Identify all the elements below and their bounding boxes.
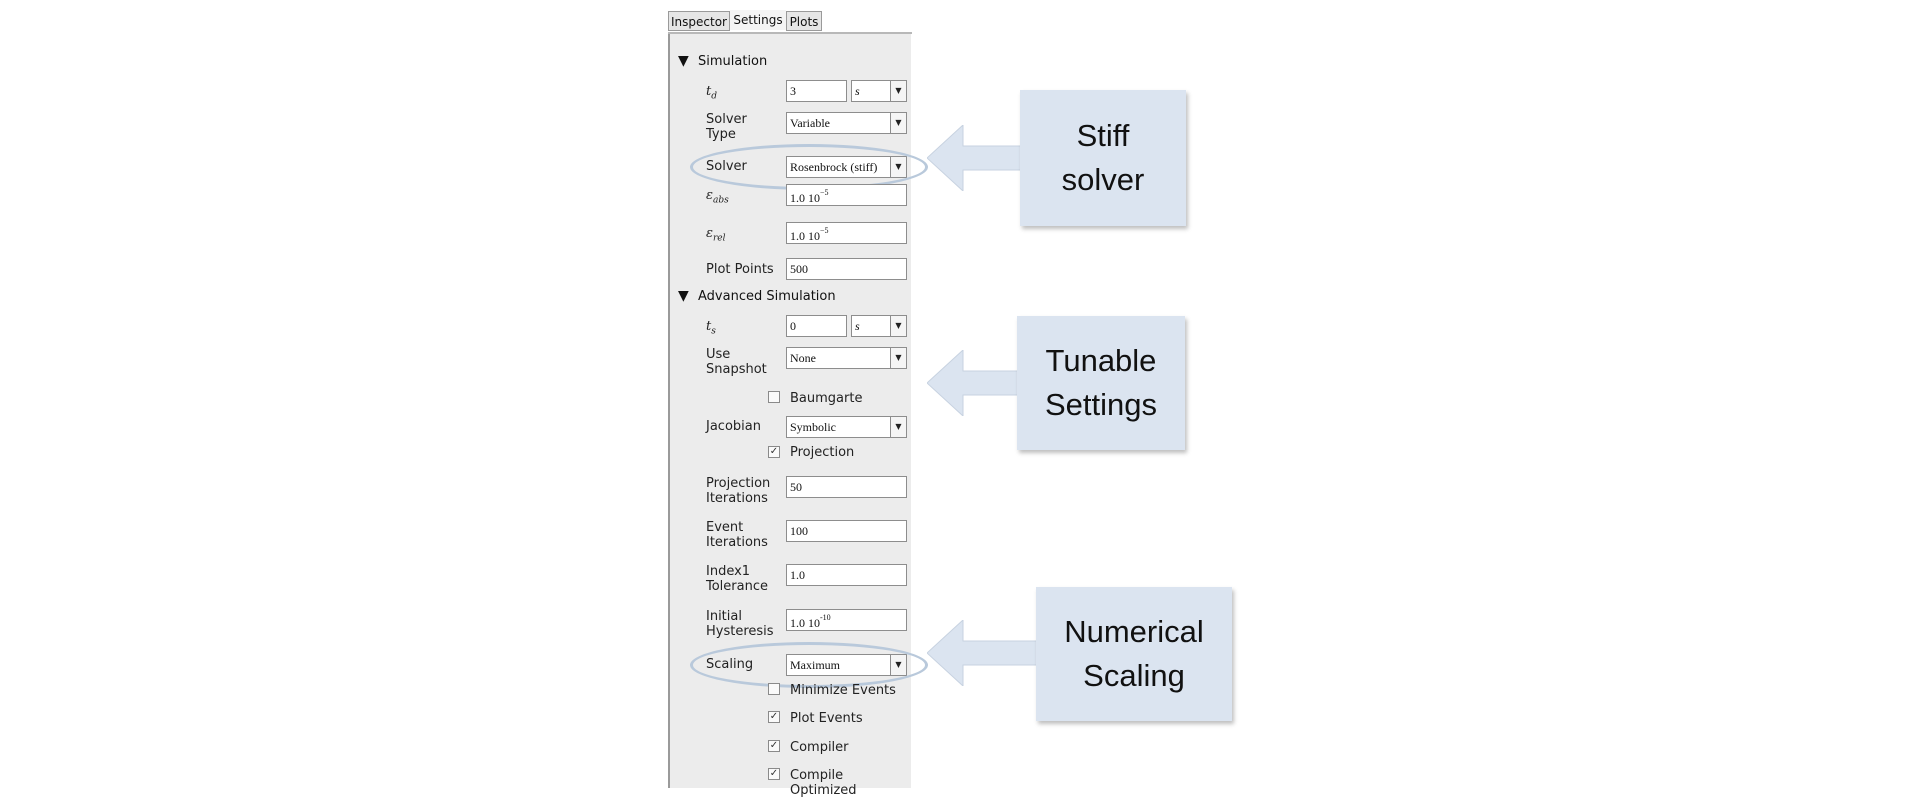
dropdown-arrow-icon[interactable]: ▼	[890, 113, 906, 133]
td-label: td	[706, 84, 717, 102]
eps-rel-input[interactable]: 1.0 10−5	[786, 222, 907, 244]
check-mark-icon: ✓	[769, 768, 779, 779]
plot-events-checkbox[interactable]: ✓	[768, 711, 780, 723]
eps-abs-input[interactable]: 1.0 10−5	[786, 184, 907, 206]
tab-inspector[interactable]: Inspector	[668, 11, 730, 31]
section-title: Simulation	[698, 54, 768, 69]
ts-unit-select[interactable]: s ▼	[851, 315, 907, 337]
check-mark-icon: ✓	[769, 711, 779, 722]
section-title: Advanced Simulation	[698, 289, 836, 304]
event-iterations-input[interactable]: 100	[786, 520, 907, 542]
scaling-highlight-ring	[690, 642, 928, 688]
projection-label: Projection	[790, 445, 855, 460]
tab-plots[interactable]: Plots	[786, 11, 822, 31]
tab-divider	[668, 32, 912, 34]
settings-panel: Inspector Settings Plots ▼ Simulation td…	[668, 10, 928, 798]
callout-text-line: Numerical	[1064, 614, 1204, 649]
ts-input[interactable]: 0	[786, 315, 847, 337]
minimize-events-label: Minimize Events	[790, 683, 896, 698]
td-input[interactable]: 3	[786, 80, 847, 102]
dropdown-arrow-icon[interactable]: ▼	[890, 81, 906, 101]
jacobian-label: Jacobian	[706, 419, 761, 434]
collapse-triangle-icon[interactable]: ▼	[678, 288, 689, 304]
eps-abs-label: εabs	[706, 188, 729, 206]
callout-text-line: Stiff	[1076, 118, 1130, 153]
callout-arrow-icon	[927, 350, 1022, 416]
callout-arrow-icon	[927, 125, 1022, 191]
plot-points-input[interactable]: 500	[786, 258, 907, 280]
baumgarte-label: Baumgarte	[790, 391, 863, 406]
callout-text-line: Tunable	[1045, 343, 1157, 378]
callout-stiff-solver-box: Stiff solver	[1020, 90, 1186, 226]
compiler-checkbox[interactable]: ✓	[768, 740, 780, 752]
callout-text-line: Scaling	[1083, 658, 1185, 693]
collapse-triangle-icon[interactable]: ▼	[678, 53, 689, 69]
initial-hysteresis-input[interactable]: 1.0 10-10	[786, 609, 907, 631]
baumgarte-checkbox[interactable]	[768, 391, 780, 403]
callout-numerical-scaling-box: Numerical Scaling	[1036, 587, 1232, 721]
compiler-label: Compiler	[790, 740, 849, 755]
eps-rel-label: εrel	[706, 226, 726, 244]
td-unit-select[interactable]: s ▼	[851, 80, 907, 102]
callout-text-line: Settings	[1044, 387, 1157, 422]
projection-checkbox[interactable]: ✓	[768, 446, 780, 458]
ts-label: ts	[706, 319, 716, 337]
dropdown-arrow-icon[interactable]: ▼	[890, 417, 906, 437]
callout-arrow-icon	[927, 620, 1037, 686]
tab-settings[interactable]: Settings	[730, 10, 786, 30]
minimize-events-checkbox[interactable]	[768, 683, 780, 695]
dropdown-arrow-icon[interactable]: ▼	[890, 316, 906, 336]
callout-text-line: solver	[1061, 162, 1145, 197]
plot-points-label: Plot Points	[706, 262, 774, 277]
check-mark-icon: ✓	[769, 740, 779, 751]
compile-optimized-checkbox[interactable]: ✓	[768, 768, 780, 780]
tab-bar: Inspector Settings Plots	[668, 10, 912, 34]
use-snapshot-select[interactable]: None ▼	[786, 347, 907, 369]
projection-iterations-input[interactable]: 50	[786, 476, 907, 498]
index1-tolerance-input[interactable]: 1.0	[786, 564, 907, 586]
callout-tunable-settings-box: Tunable Settings	[1017, 316, 1185, 450]
jacobian-select[interactable]: Symbolic ▼	[786, 416, 907, 438]
plot-events-label: Plot Events	[790, 711, 863, 726]
dropdown-arrow-icon[interactable]: ▼	[890, 348, 906, 368]
solver-type-select[interactable]: Variable ▼	[786, 112, 907, 134]
check-mark-icon: ✓	[769, 446, 779, 457]
